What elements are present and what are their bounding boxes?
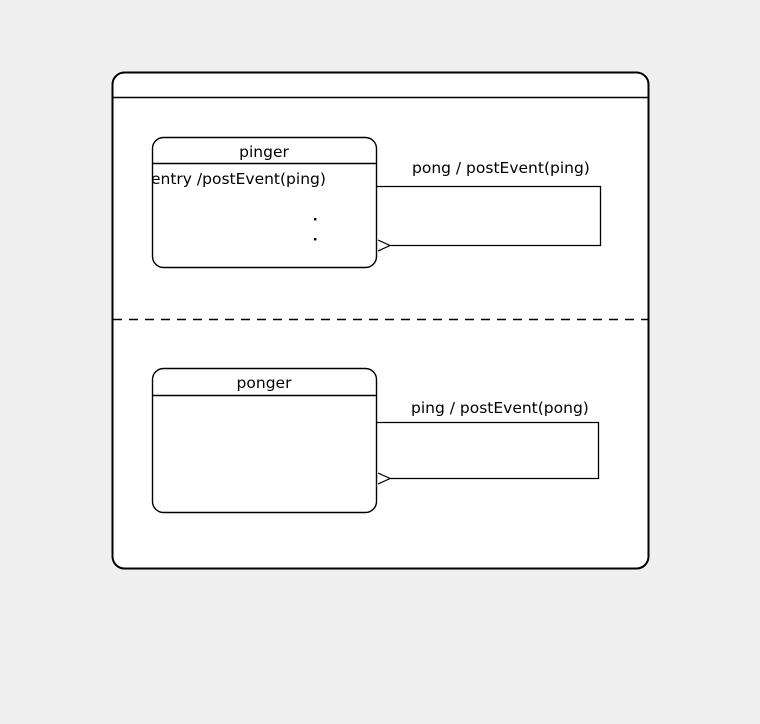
- transition-pinger-self-loop[interactable]: pong / postEvent(ping): [377, 159, 602, 246]
- transition-ponger-self-loop[interactable]: ping / postEvent(pong): [377, 399, 600, 479]
- transition-ponger-self-loop-label: ping / postEvent(pong): [411, 399, 589, 417]
- region-top: pinger entry /postEvent(ping) pong / pos…: [151, 136, 602, 269]
- transition-pinger-self-loop-label: pong / postEvent(ping): [412, 159, 590, 177]
- state-ponger-outline[interactable]: [151, 367, 378, 514]
- state-pinger[interactable]: pinger entry /postEvent(ping): [151, 136, 378, 269]
- state-ponger-name: ponger: [237, 374, 293, 392]
- state-pinger-ellipsis-dot-2: [314, 238, 317, 241]
- state-pinger-name: pinger: [239, 143, 289, 161]
- transition-ponger-self-loop-path[interactable]: [377, 421, 600, 479]
- region-bottom: ponger ping / postEvent(pong): [151, 367, 600, 514]
- state-pinger-ellipsis-dot-1: [314, 218, 317, 221]
- state-pinger-entry-action: entry /postEvent(ping): [151, 170, 326, 188]
- state-ponger[interactable]: ponger: [151, 367, 378, 514]
- transition-pinger-self-loop-path[interactable]: [377, 185, 602, 246]
- state-pinger-outline[interactable]: [151, 136, 378, 269]
